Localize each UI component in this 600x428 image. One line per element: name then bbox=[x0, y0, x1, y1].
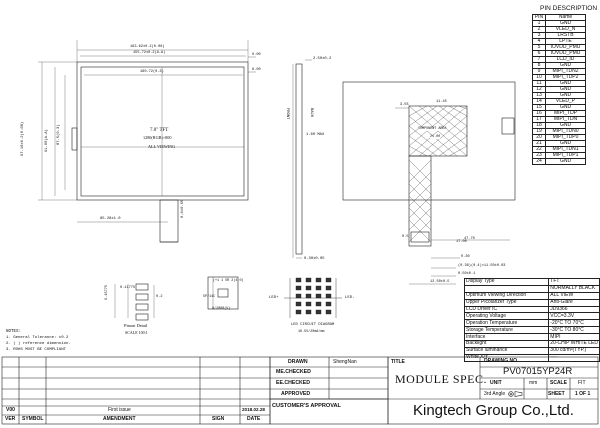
dim-top-2: 155.72±0.2(A.A) bbox=[133, 51, 166, 55]
side-dim-mid: 1.60 MAX bbox=[306, 133, 325, 137]
dim-right-1: 0.00 bbox=[252, 53, 261, 57]
detail-title: Pinout Detail bbox=[124, 323, 148, 328]
display-size: 7.0" TFT bbox=[150, 128, 169, 133]
active-area-outline bbox=[80, 66, 245, 197]
company-name: Kingtech Group Co.,Ltd. bbox=[413, 402, 574, 419]
customer-approval-label: CUSTOMER'S APPROVAL bbox=[272, 403, 341, 409]
dim-bottom: 85.28±1.0 bbox=[100, 217, 121, 221]
led-circuit-spec: 16.5V/20mA/mm bbox=[298, 330, 325, 334]
rev-header-ver: VER bbox=[5, 416, 16, 422]
detail-dim-c: 0.2 bbox=[156, 295, 163, 299]
rev-row-date: 2018.02.28 bbox=[242, 407, 265, 412]
pin-description-title: PIN DESCRIPTION bbox=[540, 5, 598, 12]
pin-name: GND bbox=[545, 158, 586, 165]
dim-top-aa: 160.72(0.3) bbox=[140, 70, 164, 74]
rev-header-symbol: SYMBOL bbox=[22, 416, 44, 422]
notes-title: NOTES: bbox=[6, 330, 22, 334]
back-dim-top-small: 11.45 bbox=[436, 100, 447, 104]
unit-label: UNIT bbox=[490, 380, 502, 386]
rev-row-ver: V00 bbox=[6, 407, 15, 413]
back-dim-aa: 17.00 bbox=[456, 240, 467, 244]
rev-header-amendment: AMENDMENT bbox=[103, 416, 136, 422]
back-dim-fpc-4: 12.50±0.5 bbox=[430, 280, 450, 284]
dim-right-2: 6.00 bbox=[252, 68, 261, 72]
drawing-number: PV07015YP24R bbox=[503, 366, 573, 377]
display-viewing: ALL VIEWING bbox=[148, 144, 176, 149]
rev-header-sign: SIGN bbox=[212, 416, 225, 422]
approval-drawn-name: ShengNan bbox=[333, 359, 357, 365]
angle-label: 3rd Angle bbox=[484, 391, 506, 397]
side-dim-top: 2.50±0.2 bbox=[313, 57, 332, 61]
led-sub-note: (+1 1 OR 2(4 0) bbox=[213, 279, 244, 283]
detail-dim-a: 0.11775 bbox=[120, 286, 136, 290]
notes-line-1: 1. General Tolerance: ±0.2 bbox=[6, 336, 69, 340]
back-dim-fpc-2: (0.36)(0.4)×11.50±0.03 bbox=[458, 264, 506, 268]
component-area-dim: 21.00 bbox=[430, 135, 441, 140]
scale-label: SCALE bbox=[550, 380, 567, 386]
display-resolution: 1280(RGB)×800 bbox=[143, 135, 172, 140]
led-chip-note-2: 8/2000(V) bbox=[212, 307, 231, 311]
led-plus-label: LED+ bbox=[269, 296, 279, 300]
dim-top-outer: 163.62±0.2(0.08) bbox=[130, 45, 165, 49]
back-dim-fpc-1: 0.30 bbox=[461, 255, 470, 259]
notes-line-3: 3. ROHS MUST BE COMPLIANT bbox=[6, 348, 67, 352]
unit-value: mm bbox=[529, 380, 538, 386]
detail-scale: SCALE 100:1 bbox=[125, 330, 148, 335]
drawing-no-label: DRAWING NO. bbox=[484, 358, 519, 364]
back-dim-left-small: 3.55 bbox=[400, 103, 409, 107]
component-area bbox=[408, 105, 468, 157]
component-area-label: COMPONENT AREA bbox=[418, 127, 447, 132]
led-chip-note-1: 5P/14C bbox=[203, 295, 216, 299]
led-circuit-title: LED CIRCUIT DIAGRAM bbox=[291, 323, 335, 327]
approval-me-role: ME.CHECKED bbox=[276, 369, 311, 375]
title-label: TITLE bbox=[391, 359, 405, 365]
notes-line-2: 2. ( ) reference dimension. bbox=[6, 342, 71, 346]
back-dim-width: 47.70 bbox=[464, 237, 475, 241]
back-dim-fpc-3: 0.50±0.1 bbox=[458, 272, 476, 276]
approval-approved-role: APPROVED bbox=[281, 391, 311, 397]
title-value: MODULE SPEC. bbox=[395, 372, 488, 386]
sheet-value: 1 OF 1 bbox=[575, 391, 591, 397]
approval-drawn-role: DRAWN bbox=[288, 359, 308, 365]
back-dim-left-edge: 0.5 bbox=[402, 235, 409, 239]
side-dim-bottom: 0.30±0.05 bbox=[304, 257, 325, 261]
rev-row-issue: First issue bbox=[108, 407, 131, 413]
scale-value: FIT bbox=[578, 380, 586, 386]
back-panel-outline bbox=[342, 81, 516, 201]
approval-ee-role: EE.CHECKED bbox=[276, 380, 311, 386]
rev-header-date: DATE bbox=[247, 416, 261, 422]
sheet-label: SHEET bbox=[548, 391, 565, 397]
led-minus-label: LED- bbox=[345, 296, 355, 300]
